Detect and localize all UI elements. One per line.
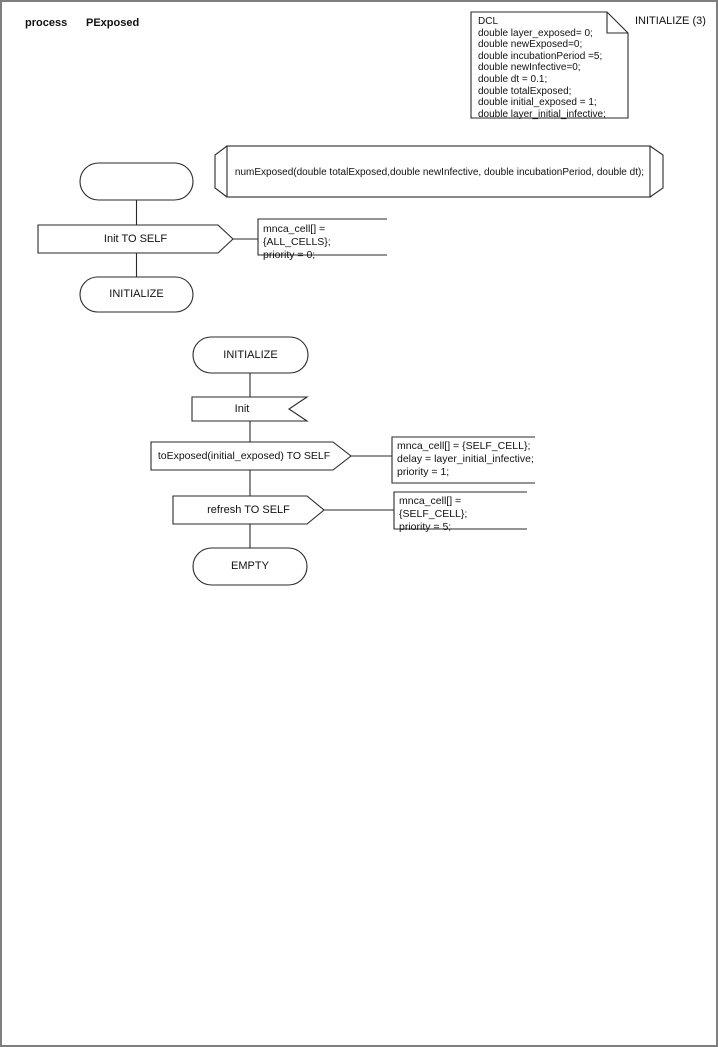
process-name: PExposed (86, 17, 140, 29)
comment-bracket-toexposed[interactable] (391, 436, 535, 484)
page-label: INITIALIZE (3) (635, 15, 706, 27)
comment-init-text: mnca_cell[] = {ALL_CELLS}; priority = 0; (263, 223, 331, 261)
input-init-label: Init (234, 402, 250, 415)
comment-refresh-text: mnca_cell[] = {SELF_CELL}; priority = 5; (399, 495, 468, 533)
output-refresh-label: refresh TO SELF (207, 503, 290, 516)
state-empty-label: EMPTY (231, 560, 269, 573)
declarations-note[interactable] (470, 11, 629, 119)
comment-bracket-init[interactable] (257, 218, 387, 256)
comment-toexposed-text: mnca_cell[] = {SELF_CELL}; delay = layer… (397, 440, 534, 478)
output-toexposed-label: toExposed(initial_exposed) TO SELF (157, 449, 331, 462)
process-keyword: process (25, 17, 68, 29)
procedure-signature-shape[interactable] (214, 145, 664, 198)
declarations-text: DCL double layer_exposed= 0; double newE… (478, 16, 606, 120)
start-symbol[interactable] (79, 162, 194, 201)
state-symbol-initialize-next[interactable] (79, 276, 194, 313)
comment-bracket-refresh[interactable] (393, 491, 527, 530)
state-symbol-empty[interactable] (192, 547, 308, 586)
fold-corner-icon (606, 12, 628, 34)
state-initialize-label: INITIALIZE (223, 348, 278, 361)
output-symbol-refresh[interactable] (172, 495, 325, 525)
output-symbol-toexposed[interactable] (150, 441, 352, 471)
input-symbol-init[interactable] (191, 396, 309, 422)
state-initialize-next-label: INITIALIZE (109, 288, 164, 301)
procedure-signature-text: numExposed(double totalExposed,double ne… (234, 167, 645, 178)
output-symbol-init-to-self[interactable] (37, 224, 234, 254)
output-init-to-self-label: Init TO SELF (103, 232, 168, 245)
